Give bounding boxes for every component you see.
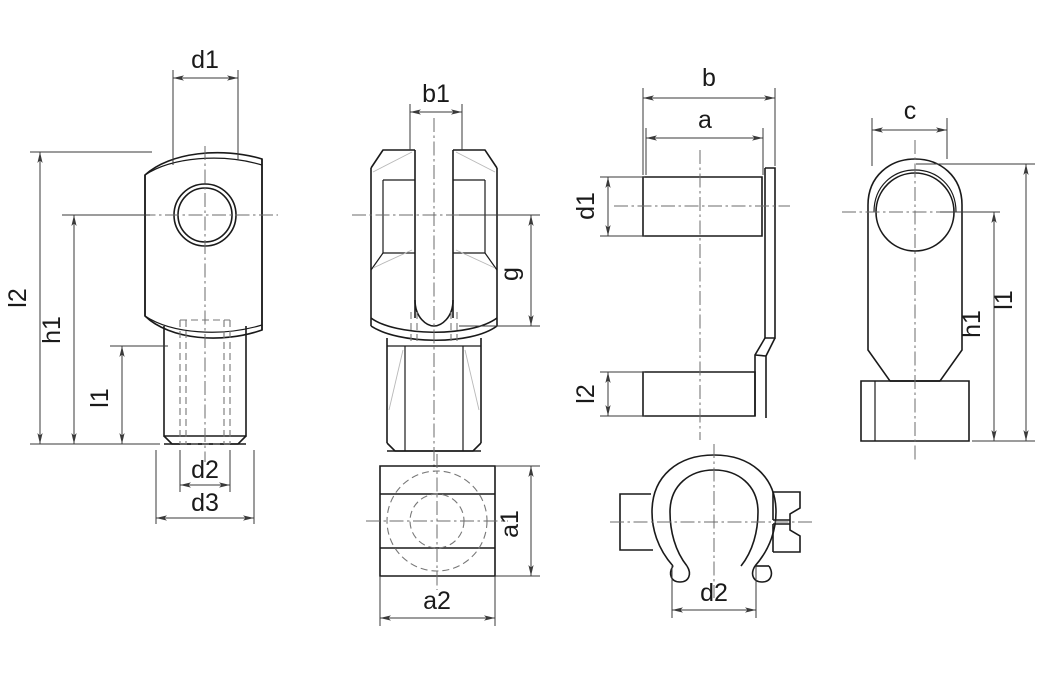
dim-label-b-view3: b: [702, 64, 716, 92]
dimension-b1-view2: b1: [409, 80, 463, 150]
dim-label-a2-view5: a2: [423, 587, 451, 615]
dimension-l2-view1: l2: [4, 151, 160, 445]
dim-label-d1-view1: d1: [191, 46, 219, 74]
dimension-h1-view1: h1: [38, 214, 150, 444]
view-3-clevis-pin-view: b a d1 l2: [572, 64, 790, 440]
dimension-d2-view6: d2: [671, 566, 757, 618]
dim-label-d2-view1: d2: [191, 456, 219, 484]
dimension-l1-view1: l1: [86, 345, 168, 444]
dim-label-h1-view1: h1: [38, 316, 66, 344]
view-2-clevis-body-front-view: b1 g: [352, 80, 540, 472]
view-1-geometry: [118, 146, 278, 462]
dimension-l2-view3: l2: [572, 371, 645, 417]
dim-label-a1-view5: a1: [496, 510, 524, 538]
dimension-d2-view1: d2: [179, 450, 231, 492]
dim-label-l1-view1: l1: [86, 388, 114, 407]
dim-label-g-view2: g: [496, 267, 524, 281]
dim-label-b1-view2: b1: [422, 80, 450, 108]
dimension-d1-view3: d1: [572, 176, 645, 237]
view-6-retaining-clip-view: d2: [610, 444, 812, 618]
dim-label-l2-view1: l2: [4, 288, 32, 307]
dimension-l1-view4: l1: [916, 163, 1035, 442]
view-3-geometry: [614, 150, 790, 440]
dim-label-l1-view4: l1: [990, 290, 1018, 309]
view-4-clevis-body-rear-view: c h1 l1: [842, 97, 1035, 460]
view-5-shank-cross-section-view: a1 a2: [366, 454, 540, 626]
dimension-c-view4: c: [871, 97, 948, 166]
dimension-b-view3: b: [642, 64, 776, 175]
view-2-geometry: [352, 118, 516, 472]
dim-label-d3-view1: d3: [191, 489, 219, 517]
view-6-geometry: [610, 444, 812, 598]
dim-label-c-view4: c: [904, 97, 917, 125]
dimension-g-view2: g: [459, 214, 540, 327]
dim-label-a-view3: a: [698, 106, 712, 134]
dim-label-l2-view3: l2: [572, 384, 600, 403]
dimension-a2-view5: a2: [379, 576, 496, 626]
dimension-d3-view1: d3: [155, 450, 255, 524]
dimension-a1-view5: a1: [495, 465, 540, 577]
dim-label-d2-view6: d2: [700, 579, 728, 607]
view-1-clevis-body-side-view: d1 l2 h1 l1 d2: [4, 46, 278, 524]
dim-label-h1-view4: h1: [958, 310, 986, 338]
dimension-d1-view1: d1: [172, 46, 239, 165]
dimension-a-view3: a: [645, 106, 764, 175]
dim-label-d1-view3: d1: [572, 192, 600, 220]
